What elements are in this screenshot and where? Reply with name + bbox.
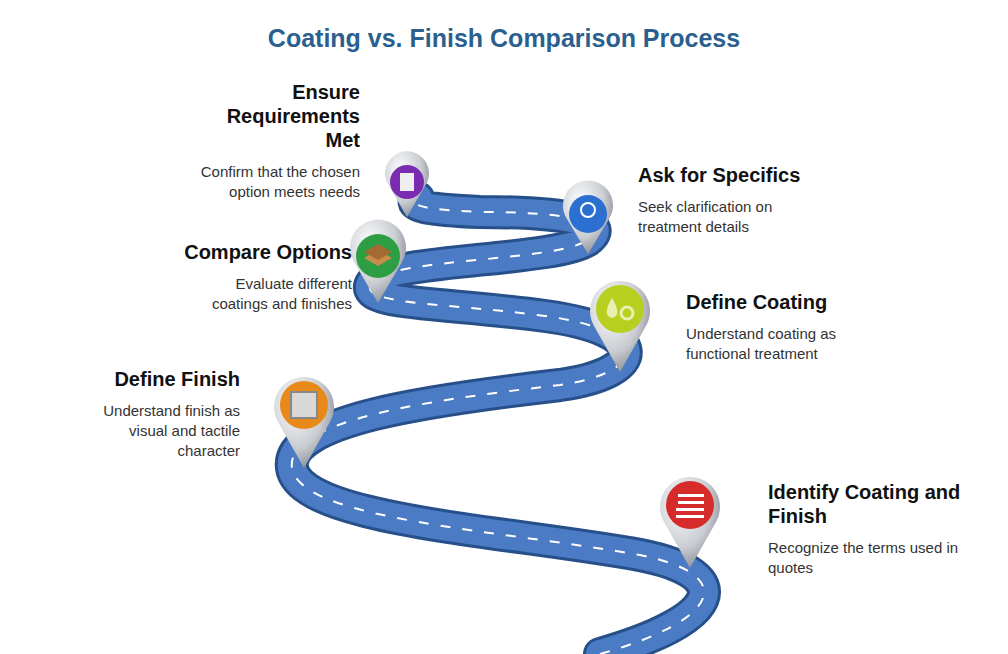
step-node: Define CoatingUnderstand coating as func… <box>686 290 896 364</box>
pin-red <box>660 477 720 568</box>
step-description: Seek clarification on treatment details <box>638 197 838 237</box>
step-description: Understand coating as functional treatme… <box>686 324 876 364</box>
pin-green <box>350 220 406 303</box>
step-description: Understand finish as visual and tactile … <box>70 401 240 461</box>
step-node: Compare OptionsEvaluate different coatin… <box>100 240 352 314</box>
step-node: Identify Coating and FinishRecognize the… <box>768 480 988 578</box>
step-heading: Identify Coating and Finish <box>768 480 988 528</box>
step-heading: Define Coating <box>686 290 896 314</box>
step-node: Ensure Requirements MetConfirm that the … <box>140 80 360 202</box>
pin-purple <box>385 151 429 217</box>
step-node: Ask for SpecificsSeek clarification on t… <box>638 163 878 237</box>
step-description: Evaluate different coatings and finishes <box>182 274 352 314</box>
step-node: Define FinishUnderstand finish as visual… <box>40 367 240 461</box>
pin-orange <box>274 377 334 468</box>
step-description: Confirm that the chosen option meets nee… <box>160 162 360 202</box>
road <box>292 198 704 654</box>
step-heading: Ensure Requirements Met <box>215 80 360 152</box>
step-heading: Define Finish <box>40 367 240 391</box>
pin-blue <box>563 180 613 254</box>
title: Coating vs. Finish Comparison Process <box>0 24 1008 53</box>
pin-yellow <box>590 281 650 372</box>
step-description: Recognize the terms used in quotes <box>768 538 968 578</box>
step-heading: Compare Options <box>100 240 352 264</box>
step-heading: Ask for Specifics <box>638 163 878 187</box>
